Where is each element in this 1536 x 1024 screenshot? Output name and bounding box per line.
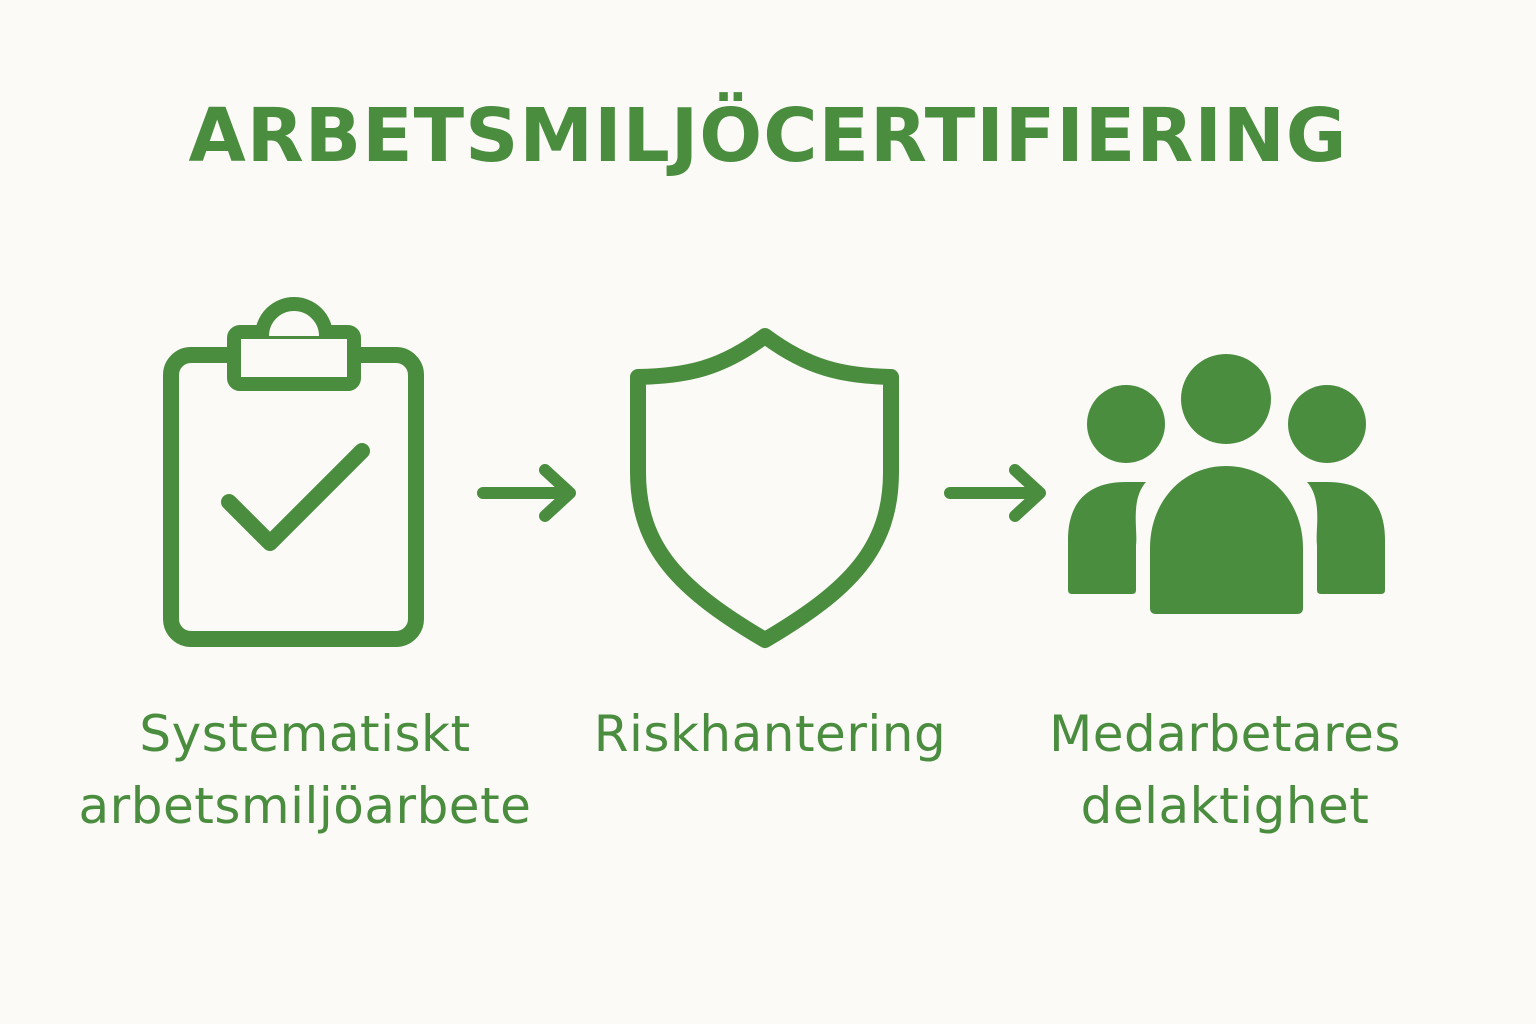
people-group-icon — [1060, 350, 1395, 620]
shield-icon — [620, 322, 910, 652]
step-label-line: Medarbetares — [1049, 705, 1401, 763]
arrow-right-icon — [475, 462, 580, 522]
arrow-right-icon — [942, 462, 1052, 522]
step-label-line: arbetsmiljöarbete — [78, 777, 532, 835]
step-label-systematiskt-arbetsmiljoarbete: Systematiskt arbetsmiljöarbete — [40, 698, 570, 842]
clipboard-check-icon — [160, 296, 430, 651]
step-label-medarbetares-delaktighet: Medarbetares delaktighet — [1000, 698, 1450, 842]
step-label-line: Riskhantering — [593, 705, 947, 763]
page-title: ARBETSMILJÖCERTIFIERING — [188, 93, 1348, 179]
step-label-line: Systematiskt — [139, 705, 471, 763]
step-label-riskhantering: Riskhantering — [560, 698, 980, 770]
step-label-line: delaktighet — [1080, 777, 1370, 835]
